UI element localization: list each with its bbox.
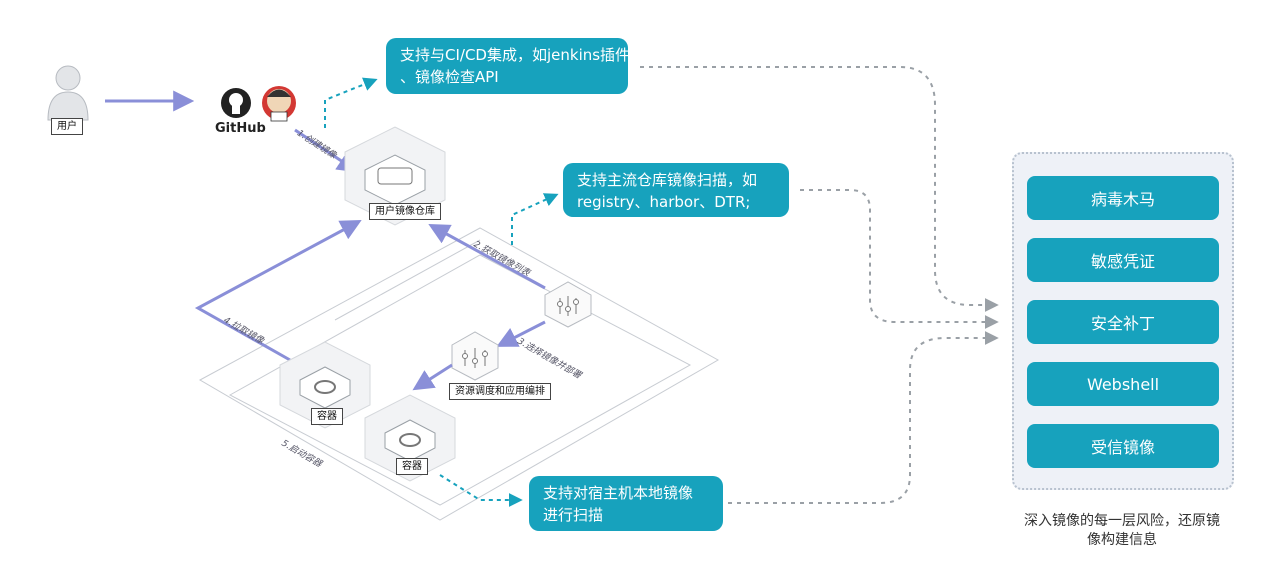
container-2-label: 容器 <box>396 458 428 475</box>
host-scan-to-panel-connector <box>728 331 999 504</box>
scheduler-label: 资源调度和应用编排 <box>449 383 551 400</box>
registry-scan-dashed-arrow <box>511 193 559 245</box>
caption-line-2: 像构建信息 <box>1087 532 1157 548</box>
container-1-label: 容器 <box>311 408 343 425</box>
risk-item-virus: 病毒木马 <box>1027 176 1219 220</box>
scheduler-node <box>451 331 499 381</box>
container-1-node <box>279 341 371 429</box>
risk-panel-caption: 深入镜像的每一层风险，还原镜 像构建信息 <box>1000 512 1244 550</box>
platform-outline <box>198 227 720 521</box>
user-label: 用户 <box>51 118 83 135</box>
host-scan-callout-line-2: 进行扫描 <box>543 506 604 524</box>
container-2-node <box>364 394 456 482</box>
cicd-callout: 支持与CI/CD集成，如jenkins插件 、镜像检查API <box>386 38 631 94</box>
risk-panel: 病毒木马 敏感凭证 安全补丁 Webshell 受信镜像 <box>1012 152 1234 490</box>
github-label: GitHub <box>215 121 266 136</box>
cicd-to-panel-connector <box>640 66 999 312</box>
cicd-callout-line-1: 支持与CI/CD集成，如jenkins插件 <box>400 46 631 64</box>
user-icon <box>47 65 89 121</box>
risk-item-patches: 安全补丁 <box>1027 300 1219 344</box>
scheduler-to-container-arrow <box>412 363 453 391</box>
registry-node <box>344 126 446 226</box>
caption-line-1: 深入镜像的每一层风险，还原镜 <box>1024 513 1220 529</box>
risk-item-webshell: Webshell <box>1027 362 1219 406</box>
risk-item-credentials: 敏感凭证 <box>1027 238 1219 282</box>
step-3-arrow <box>496 320 546 347</box>
host-scan-dashed-arrow <box>439 474 523 507</box>
registry-label: 用户镜像仓库 <box>369 203 441 220</box>
risk-item-trusted-image: 受信镜像 <box>1027 424 1219 468</box>
registry-scan-callout: 支持主流仓库镜像扫描，如 registry、harbor、DTR; <box>563 163 789 217</box>
registry-scan-to-panel-connector <box>800 189 999 329</box>
registry-scan-callout-line-2: registry、harbor、DTR; <box>577 193 751 211</box>
jenkins-icon <box>262 86 296 122</box>
github-icon <box>221 88 251 118</box>
cicd-callout-line-2: 、镜像检查API <box>400 68 499 86</box>
host-scan-callout: 支持对宿主机本地镜像 进行扫描 <box>529 476 723 531</box>
host-scan-callout-line-1: 支持对宿主机本地镜像 <box>543 484 694 502</box>
cicd-dashed-arrow <box>324 77 378 128</box>
registry-scan-callout-line-1: 支持主流仓库镜像扫描，如 <box>577 171 758 189</box>
scanner-node <box>544 281 592 328</box>
step-4-arrow <box>194 220 362 362</box>
step-2-arrow <box>428 223 546 290</box>
